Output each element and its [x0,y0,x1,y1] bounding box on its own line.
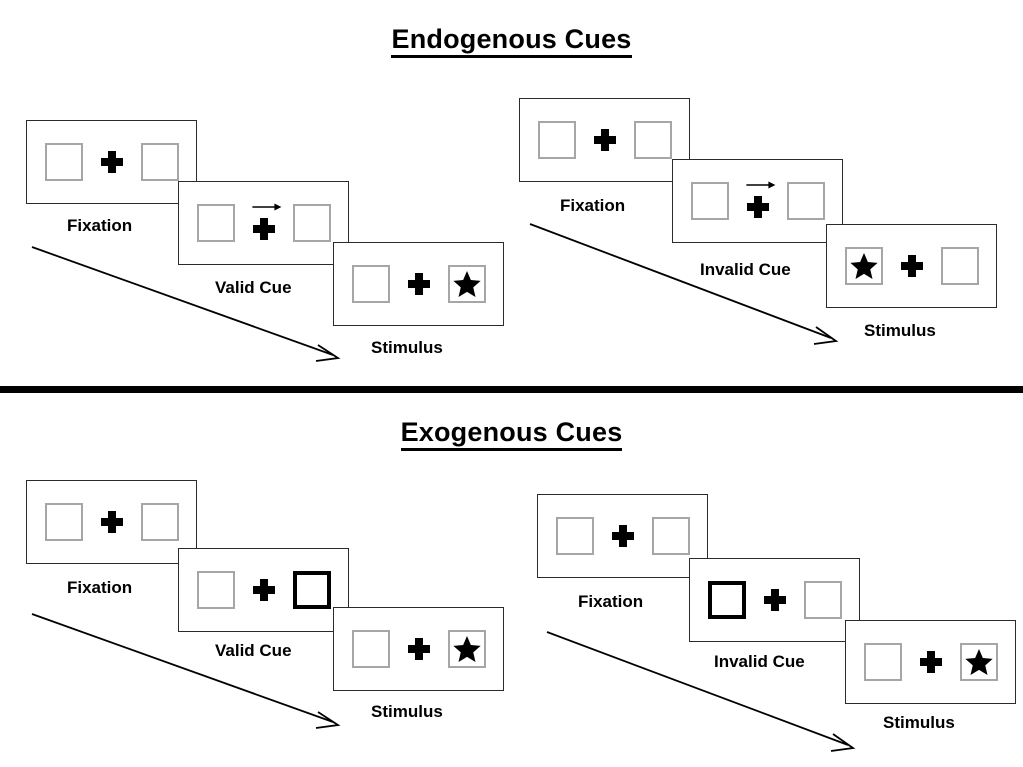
panel-endogenous-invalid-stimulus [826,224,997,308]
star-target-icon [964,649,993,675]
panel-endogenous-valid-stimulus [333,242,504,326]
fixation-cross-icon [100,151,123,173]
fixation-cross-wrap [406,627,432,671]
panel-content [334,627,503,671]
panel-content [538,514,707,558]
panel-exogenous-valid-fixation [26,480,197,564]
caption-exogenous-valid-stimulus: Stimulus [371,702,443,721]
fixation-cross-wrap [762,578,788,622]
left-placeholder-box [196,204,235,242]
panel-content [27,500,196,544]
section-heading-exogenous: Exogenous Cues [0,417,1023,451]
left-target-box [844,247,883,285]
right-placeholder-box [803,581,842,619]
fixation-cross-icon [100,511,123,533]
left-placeholder-box [196,571,235,609]
fixation-cross-icon [252,579,275,601]
caption-endogenous-invalid-stimulus: Stimulus [864,321,936,340]
fixation-cross-wrap [99,140,125,184]
left-placeholder-box [351,630,390,668]
timeline-arrow-endogenous-valid [31,246,341,362]
caption-endogenous-valid-stimulus: Stimulus [371,338,443,357]
timeline-arrow-exogenous-invalid [546,631,856,752]
panel-exogenous-valid-cue [178,548,349,632]
right-placeholder-box [140,143,179,181]
caption-endogenous-invalid-cue: Invalid Cue [700,260,791,279]
caption-exogenous-invalid-cue: Invalid Cue [714,652,805,671]
fixation-cross-icon [252,218,275,240]
panel-exogenous-invalid-stimulus [845,620,1016,704]
left-placeholder-box [44,503,83,541]
fixation-cross-icon [593,129,616,151]
caption-exogenous-invalid-fixation: Fixation [578,592,644,611]
left-cued-box [707,581,746,619]
star-target-icon [849,253,878,279]
panel-exogenous-invalid-fixation [537,494,708,578]
right-target-box [447,630,486,668]
left-placeholder-box [690,182,729,220]
fixation-cross-icon [763,589,786,611]
star-target-icon [452,636,481,662]
caption-endogenous-valid-cue: Valid Cue [215,278,292,297]
right-target-box [959,643,998,681]
panel-content [179,201,348,245]
left-placeholder-box [537,121,576,159]
fixation-cross-wrap [610,514,636,558]
fixation-cross-icon [746,196,769,218]
fixation-cross-wrap [251,201,281,245]
fixation-cross-icon [919,651,942,673]
panel-content [520,118,689,162]
fixation-cross-icon [407,273,430,295]
fixation-cross-wrap [99,500,125,544]
section-heading-exogenous-text: Exogenous Cues [400,417,623,451]
panel-content [27,140,196,184]
caption-endogenous-invalid-fixation: Fixation [560,196,626,215]
caption-endogenous-valid-fixation: Fixation [67,216,133,235]
caption-exogenous-valid-fixation: Fixation [67,578,133,597]
panel-exogenous-valid-stimulus [333,607,504,691]
right-cued-box [292,571,331,609]
star-target-icon [452,271,481,297]
fixation-cross-icon [611,525,634,547]
fixation-cross-wrap [406,262,432,306]
panel-content [673,179,842,223]
right-target-box [447,265,486,303]
arrow-right-cue-icon [745,181,775,189]
panel-content [179,568,348,612]
left-placeholder-box [863,643,902,681]
panel-content [690,578,859,622]
panel-exogenous-invalid-cue [689,558,860,642]
panel-content [827,244,996,288]
left-placeholder-box [351,265,390,303]
fixation-cross-icon [900,255,923,277]
caption-exogenous-valid-cue: Valid Cue [215,641,292,660]
caption-exogenous-invalid-stimulus: Stimulus [883,713,955,732]
fixation-cross-wrap [745,179,775,223]
arrow-right-cue-icon [251,203,281,211]
panel-endogenous-valid-fixation [26,120,197,204]
left-placeholder-box [555,517,594,555]
section-heading-endogenous-text: Endogenous Cues [391,24,632,58]
left-placeholder-box [44,143,83,181]
panel-endogenous-invalid-cue [672,159,843,243]
timeline-arrow-endogenous-invalid [529,223,839,345]
fixation-cross-wrap [592,118,618,162]
right-placeholder-box [633,121,672,159]
panel-endogenous-valid-cue [178,181,349,265]
fixation-cross-wrap [899,244,925,288]
section-heading-endogenous: Endogenous Cues [0,24,1023,58]
right-placeholder-box [140,503,179,541]
right-placeholder-box [940,247,979,285]
fixation-cross-wrap [251,568,277,612]
section-divider [0,386,1023,393]
timeline-arrow-exogenous-valid [31,613,341,729]
panel-content [334,262,503,306]
panel-endogenous-invalid-fixation [519,98,690,182]
right-placeholder-box [651,517,690,555]
right-placeholder-box [786,182,825,220]
panel-content [846,640,1015,684]
right-placeholder-box [292,204,331,242]
fixation-cross-icon [407,638,430,660]
fixation-cross-wrap [918,640,944,684]
